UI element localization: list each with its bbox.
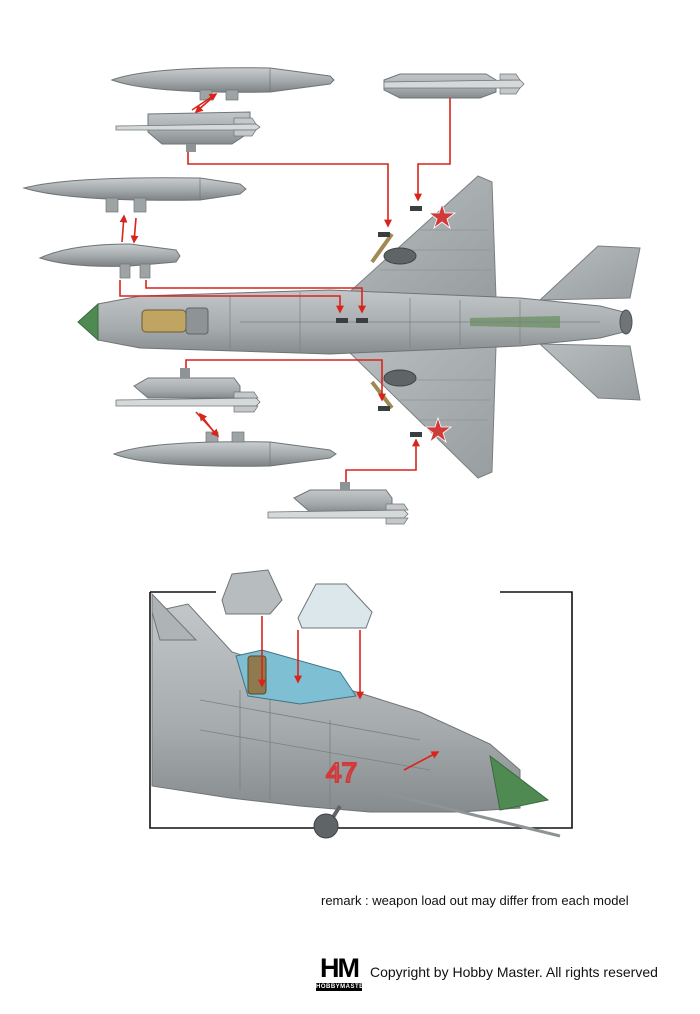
detail-nose-gear-wheel (313, 813, 339, 839)
logo-letters: HM (320, 953, 360, 983)
logo-bar (316, 983, 362, 991)
lower-tailplane (538, 343, 641, 401)
nose-cone (77, 302, 99, 342)
pylon-fuselage-1 (336, 318, 348, 323)
pylon-lower-outer (410, 432, 422, 437)
red-star-lower-wing (423, 416, 453, 444)
detail-arrows (258, 616, 440, 771)
detail-pitot-probe (379, 790, 561, 838)
detail-tail-fin (151, 592, 198, 641)
lower-main-gear-wheel (383, 369, 417, 387)
pylon-upper-inner (378, 232, 390, 237)
drop-tank-1 (110, 67, 335, 101)
hobby-master-logo: HM HOBBYMASTER (314, 954, 369, 992)
fuselage-panel-lines (229, 292, 600, 352)
drop-tank-2 (22, 177, 247, 213)
missile-3 (38, 243, 181, 279)
canopy-frame (185, 307, 209, 335)
pylon-upper-outer (410, 206, 422, 211)
missile-pylon-1 (115, 111, 261, 152)
missile-pylon-5 (267, 482, 409, 525)
upper-wing (343, 175, 497, 299)
attachment-arrows (119, 93, 451, 482)
detail-tactical-number: 47 (326, 757, 357, 788)
wing-panel-lines (380, 229, 492, 421)
detail-frame (149, 591, 573, 829)
lower-wing (343, 345, 497, 479)
cockpit-detail-view: 47 (149, 569, 573, 839)
copyright-text: Copyright by Hobby Master. All rights re… (370, 964, 658, 980)
drop-tank-3 (112, 431, 337, 467)
cockpit-opening (141, 309, 187, 333)
red-star-upper-wing (427, 202, 457, 230)
pylon-fuselage-2 (356, 318, 368, 323)
remark-note: remark : weapon load out may differ from… (321, 893, 629, 908)
detail-ejection-seat (247, 655, 267, 695)
exhaust-nozzle (619, 309, 633, 335)
missile-pylon-4 (115, 368, 261, 413)
upper-tailplane (538, 245, 641, 301)
upper-main-gear-wheel (383, 247, 417, 265)
pylon-lower-inner (378, 406, 390, 411)
detail-canopy-front (297, 583, 373, 629)
logo-subtitle: HOBBYMASTER (316, 984, 369, 990)
missile-pylon-2 (383, 73, 525, 99)
detail-nose-cone (489, 754, 550, 811)
detail-canopy-rear (221, 569, 283, 615)
aircraft-top-view (77, 175, 641, 479)
detail-panel-lines (199, 690, 431, 806)
